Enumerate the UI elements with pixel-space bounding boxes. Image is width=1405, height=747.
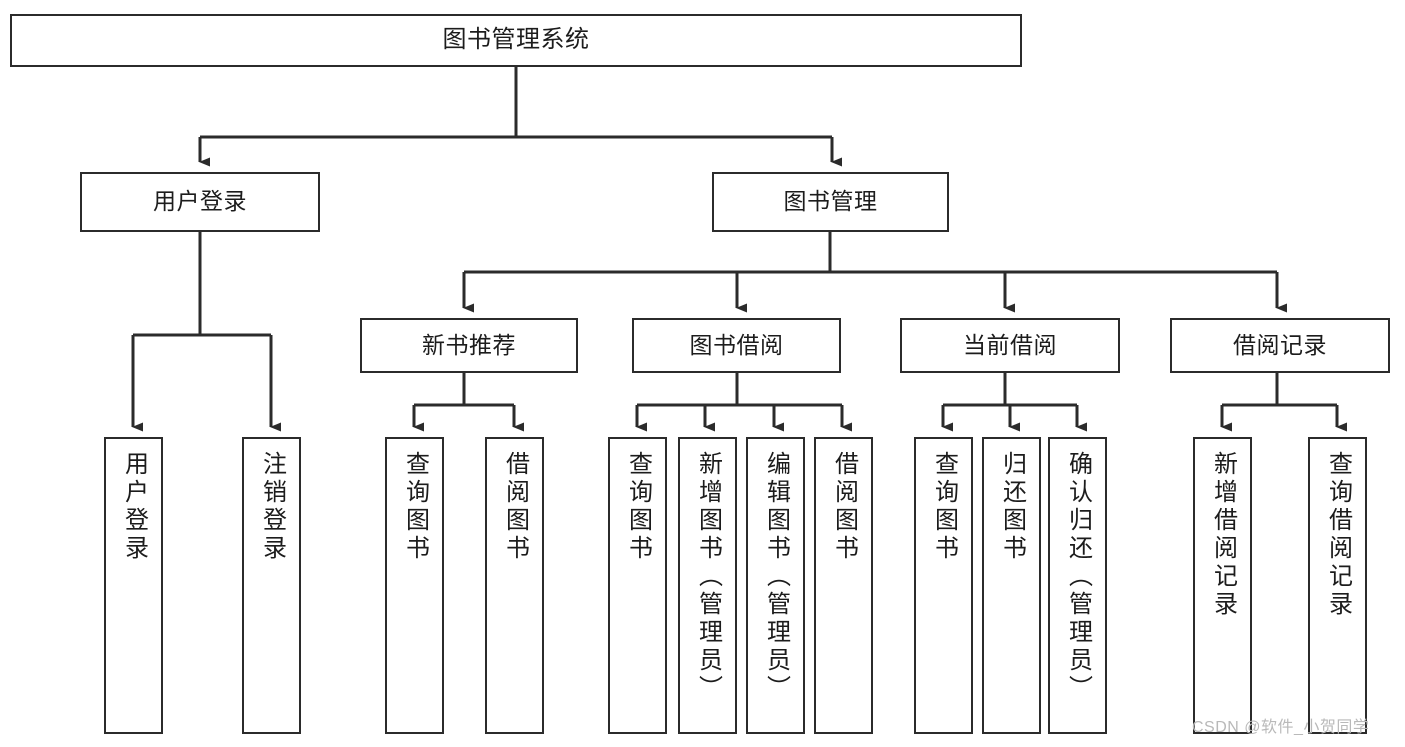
leaf-borrow-book-borrowing[interactable]: 借阅图书 <box>814 437 873 734</box>
node-label: 查询借阅记录 <box>1324 451 1352 619</box>
node-label: 编辑图书（管理员） <box>762 451 790 703</box>
node-label: 归还图书 <box>998 451 1026 563</box>
leaf-confirm-return-admin[interactable]: 确认归还（管理员） <box>1048 437 1107 734</box>
node-label: 用户登录 <box>153 188 247 215</box>
node-label: 新增借阅记录 <box>1209 451 1237 619</box>
leaf-query-book-current[interactable]: 查询图书 <box>914 437 973 734</box>
node-label: 新增图书（管理员） <box>694 451 722 703</box>
node-current-borrowing[interactable]: 当前借阅 <box>900 318 1120 373</box>
node-label: 查询图书 <box>624 451 652 563</box>
leaf-logout[interactable]: 注销登录 <box>242 437 301 734</box>
node-label: 注销登录 <box>258 451 286 563</box>
leaf-edit-book-admin[interactable]: 编辑图书（管理员） <box>746 437 805 734</box>
node-label: 图书借阅 <box>689 331 784 358</box>
node-new-book-recommendation[interactable]: 新书推荐 <box>360 318 578 373</box>
node-label: 用户登录 <box>120 451 148 563</box>
node-label: 确认归还（管理员） <box>1064 451 1092 703</box>
node-label: 借阅图书 <box>830 451 858 563</box>
leaf-add-book-admin[interactable]: 新增图书（管理员） <box>678 437 737 734</box>
node-label: 图书管理 <box>783 188 878 215</box>
node-book-management[interactable]: 图书管理 <box>712 172 949 232</box>
node-label: 借阅图书 <box>501 451 529 563</box>
node-label: 查询图书 <box>930 451 958 563</box>
node-user-login[interactable]: 用户登录 <box>80 172 320 232</box>
leaf-user-login[interactable]: 用户登录 <box>104 437 163 734</box>
node-root-book-management-system[interactable]: 图书管理系统 <box>10 14 1022 67</box>
node-label: 查询图书 <box>401 451 429 563</box>
node-label: 新书推荐 <box>422 331 516 358</box>
leaf-return-book[interactable]: 归还图书 <box>982 437 1041 734</box>
leaf-query-borrowing-record[interactable]: 查询借阅记录 <box>1308 437 1367 734</box>
node-label: 借阅记录 <box>1233 331 1327 358</box>
leaf-query-book-recommend[interactable]: 查询图书 <box>385 437 444 734</box>
leaf-add-borrowing-record[interactable]: 新增借阅记录 <box>1193 437 1252 734</box>
node-borrowing-records[interactable]: 借阅记录 <box>1170 318 1390 373</box>
leaf-query-book-borrowing[interactable]: 查询图书 <box>608 437 667 734</box>
node-book-borrowing[interactable]: 图书借阅 <box>632 318 841 373</box>
leaf-borrow-book-recommend[interactable]: 借阅图书 <box>485 437 544 734</box>
node-label: 当前借阅 <box>963 331 1057 358</box>
node-label: 图书管理系统 <box>442 26 590 54</box>
